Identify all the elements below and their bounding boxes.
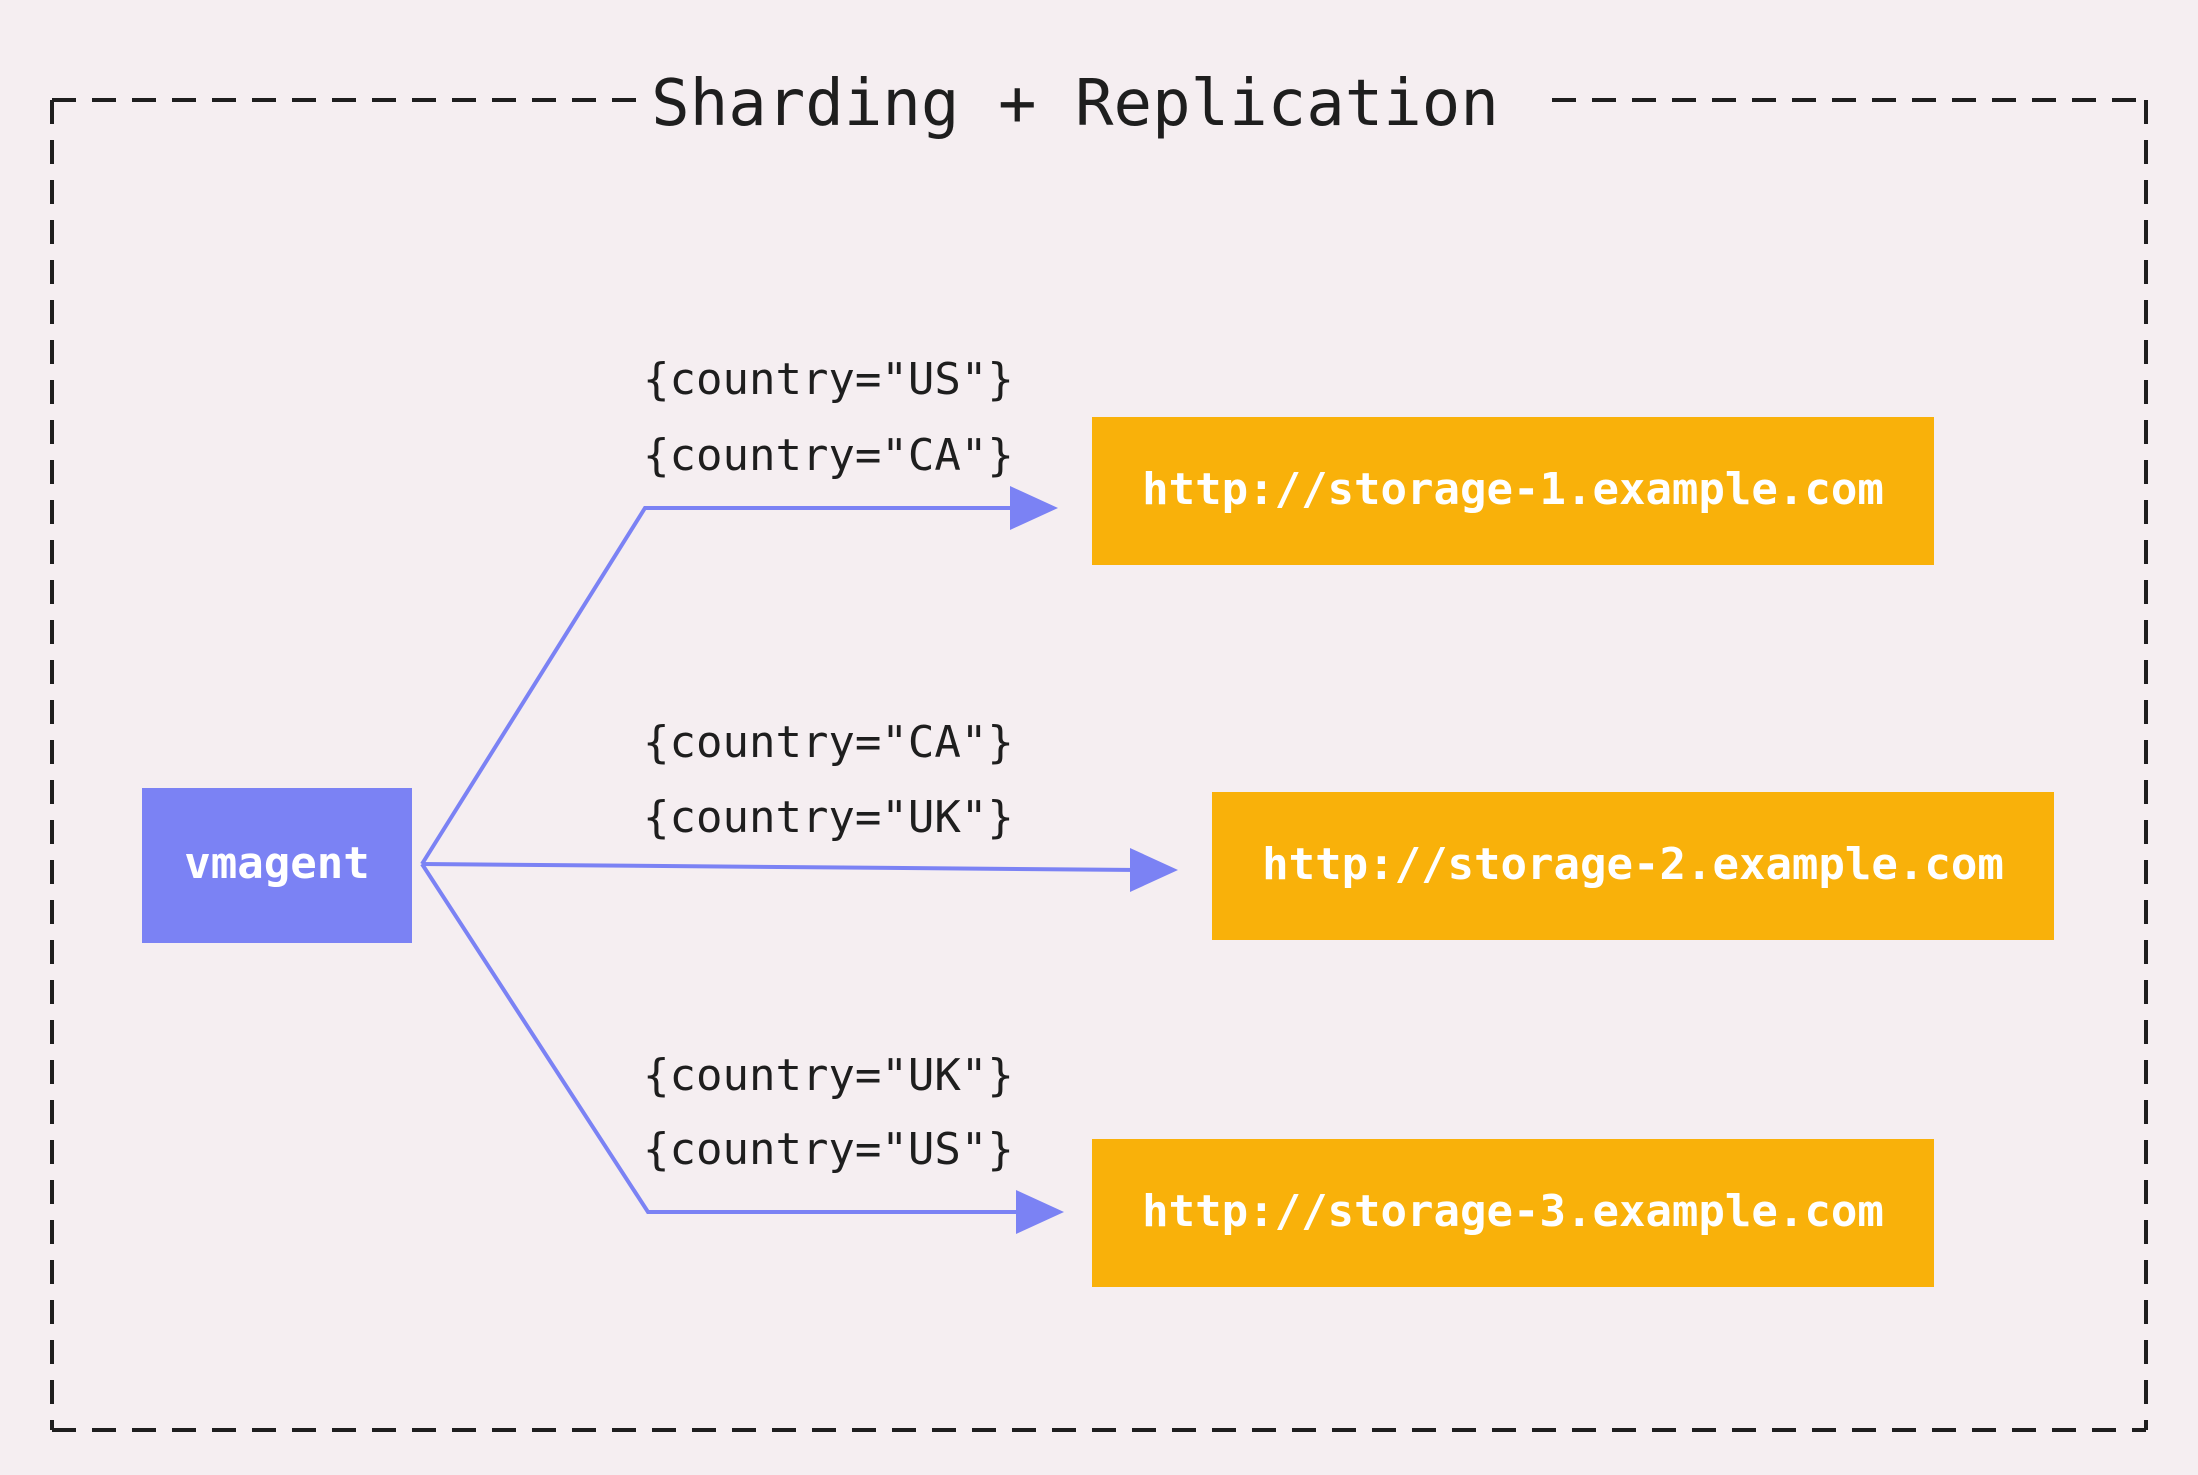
storage-3-node: http://storage-3.example.com [1092, 1139, 1934, 1287]
arrow-to-storage-3 [420, 862, 1024, 1214]
arrowheads [1010, 486, 1178, 1234]
arrow-to-storage-1 [420, 506, 1020, 866]
storage-1-node: http://storage-1.example.com [1092, 417, 1934, 565]
storage-2-label-1: {country="CA"} [643, 717, 1014, 768]
diagram-title: Sharding + Replication [651, 67, 1499, 141]
storage-1-label-2: {country="CA"} [643, 430, 1014, 481]
storage-3-box [1092, 1139, 1934, 1287]
vmagent-node: vmagent [142, 788, 412, 943]
storage-2-box [1212, 792, 2054, 940]
frame [50, 98, 2148, 1432]
storage-1-box [1092, 417, 1934, 565]
storage-1-label-1: {country="US"} [643, 354, 1014, 405]
arrow-to-storage-2 [421, 862, 1141, 872]
storage-3-label-2: {country="US"} [643, 1124, 1014, 1175]
storage-2-node: http://storage-2.example.com [1212, 792, 2054, 940]
arrowhead-storage-2 [1130, 848, 1178, 892]
storage-2-label-2: {country="UK"} [643, 792, 1014, 843]
storage-3-url: http://storage-3.example.com [1142, 1186, 1884, 1237]
vmagent-label: vmagent [184, 838, 369, 889]
storage-3-label-1: {country="UK"} [643, 1050, 1014, 1101]
arrowhead-storage-3 [1016, 1190, 1064, 1234]
storage-1-url: http://storage-1.example.com [1142, 464, 1884, 515]
storage-2-url: http://storage-2.example.com [1262, 839, 2004, 890]
arrows [420, 506, 1141, 1214]
vmagent-box [142, 788, 412, 943]
arrowhead-storage-1 [1010, 486, 1058, 530]
